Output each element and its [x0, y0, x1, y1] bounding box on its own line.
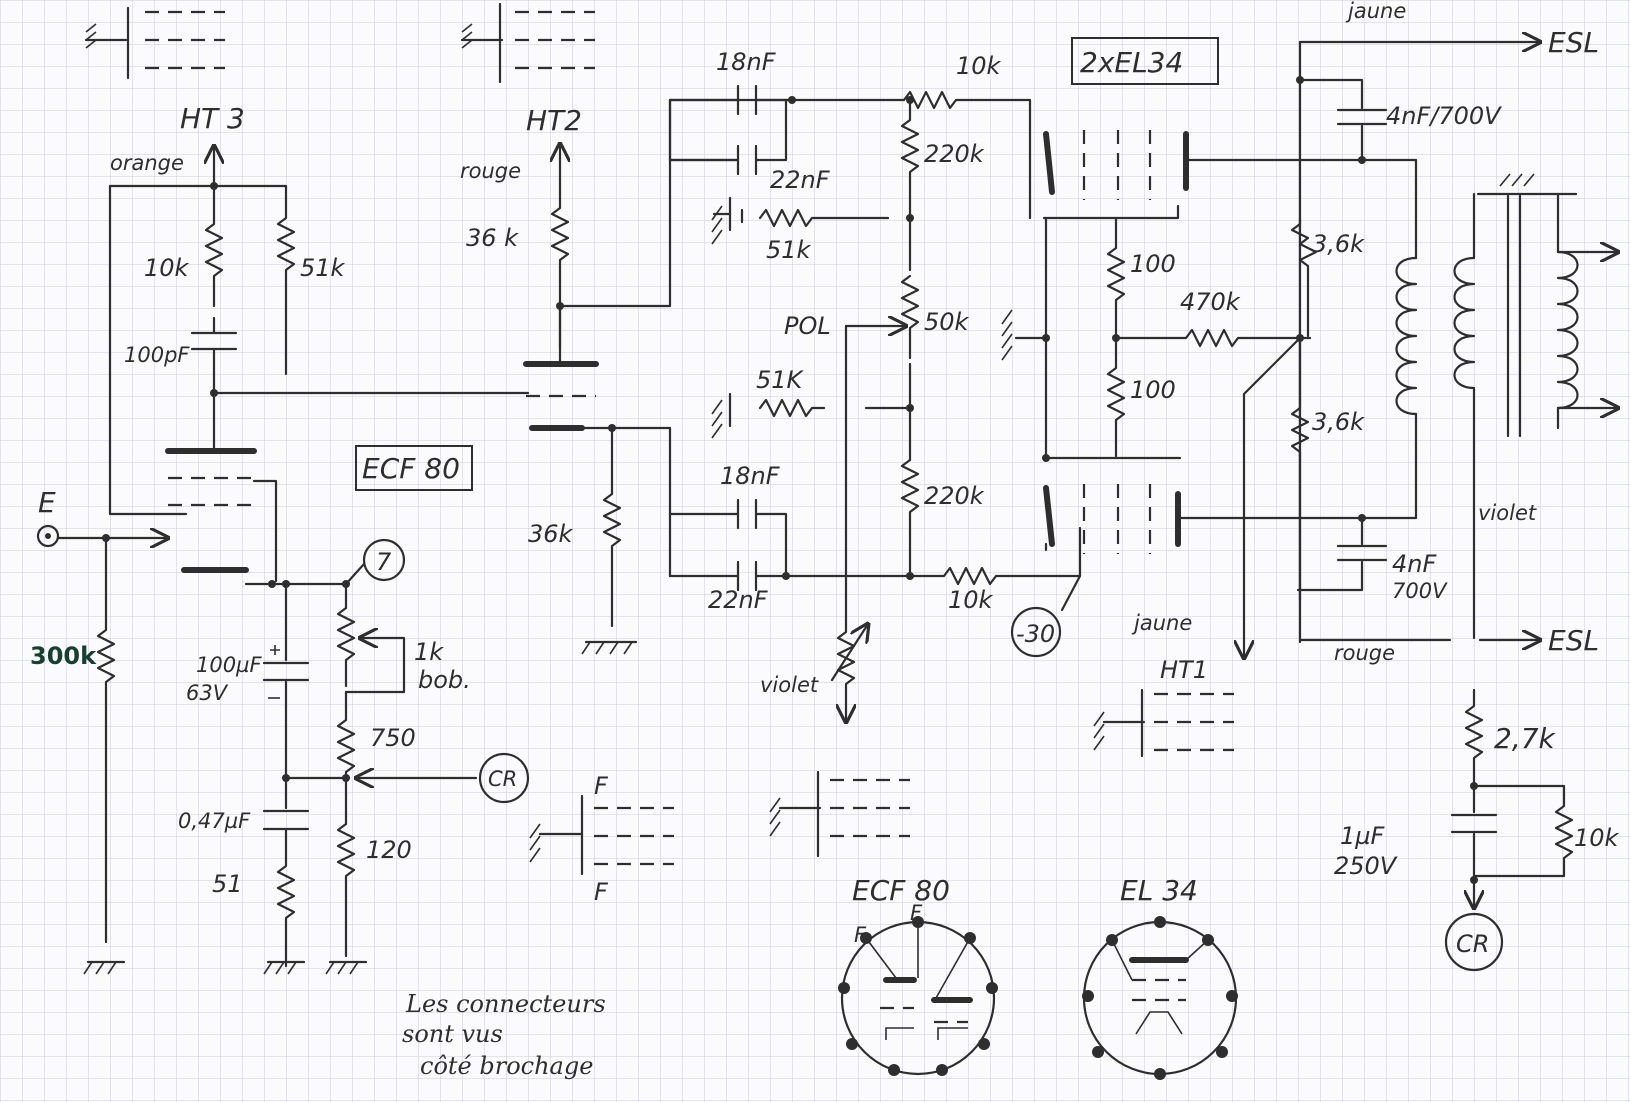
ecf80-stage	[36, 146, 530, 975]
connector-ht2	[460, 2, 595, 84]
value-c-18nf-bottom: 18nF	[720, 462, 781, 490]
label-esl-bottom: ESL	[1548, 624, 1599, 657]
label-input-e: E	[38, 486, 56, 519]
label-f-top: F	[594, 772, 609, 800]
value-c-22nf-top: 22nF	[770, 166, 831, 194]
value-r-220k-bottom: 220k	[924, 482, 985, 510]
label-jaune-mid: jaune	[1131, 611, 1192, 635]
node-cr-right-circle	[1444, 912, 1504, 972]
value-r-10k-top: 10k	[956, 52, 1002, 80]
pinout-ecf80	[838, 916, 998, 1076]
connector-pol	[769, 770, 910, 858]
label-esl-top: ESL	[1548, 26, 1599, 59]
label-pinout-f1: F	[910, 901, 923, 925]
value-r-220k-top: 220k	[924, 140, 985, 168]
value-r-300k: 300k	[30, 642, 97, 670]
label-pinout-ecf80: ECF 80	[852, 874, 950, 907]
value-pot-1k-a: 1k	[414, 638, 444, 666]
node-7-circle	[362, 538, 406, 582]
value-c-1uf-b: 250V	[1334, 852, 1398, 880]
value-r-100-bottom: 100	[1130, 376, 1176, 404]
value-r-3-6k-top: 3,6k	[1312, 230, 1365, 258]
label-rouge-top: rouge	[460, 159, 521, 183]
label-f-bottom: F	[594, 878, 609, 906]
label-ecf80-box: ECF 80	[362, 452, 460, 485]
value-c-100uf-b: 63V	[186, 681, 229, 705]
connector-f	[529, 794, 674, 876]
coupling-network	[668, 84, 1082, 722]
value-c-1uf-a: 1µF	[1340, 822, 1386, 850]
label-ht1: HT1	[1160, 656, 1208, 684]
node-cr-mid-circle	[478, 752, 530, 804]
note-line-2: sont vus	[402, 1020, 503, 1048]
value-c-18nf-top: 18nF	[716, 48, 777, 76]
value-c-4nf-top: 4nF/700V	[1386, 102, 1502, 130]
value-r-100-top: 100	[1130, 250, 1176, 278]
value-r-750: 750	[370, 724, 416, 752]
value-r-51k-ht3: 51k	[300, 254, 346, 282]
value-r-3-6k-bottom: 3,6k	[1312, 408, 1365, 436]
node-minus30-circle	[1010, 606, 1062, 658]
label-el34-box: 2xEL34	[1080, 46, 1183, 79]
value-c-22nf-bottom: 22nF	[708, 586, 769, 614]
value-pot-1k-b: bob.	[418, 666, 471, 694]
value-r-36k-bottom: 36k	[528, 520, 574, 548]
el34-pair	[1001, 130, 1366, 658]
label-violet-left: violet	[760, 673, 819, 697]
value-r-36k-top: 36 k	[466, 224, 519, 252]
ecf80-box	[355, 445, 473, 491]
value-c-4nf-bottom-a: 4nF	[1392, 550, 1437, 578]
value-c-100uf-a: 100µF	[196, 653, 262, 677]
label-jaune-top: jaune	[1345, 0, 1406, 23]
connector-ht3	[84, 6, 225, 80]
value-pot-50k: 50k	[924, 308, 970, 336]
label-cr-mid: CR	[488, 767, 517, 791]
note-line-3: côté brochage	[420, 1052, 593, 1080]
output-network	[1290, 42, 1618, 908]
el34-box	[1071, 37, 1219, 85]
label-node-minus30: -30	[1016, 620, 1055, 648]
value-c-100pf: 100pF	[124, 343, 190, 367]
connector-ht1	[1093, 688, 1234, 758]
note-line-1: Les connecteurs	[405, 990, 606, 1018]
value-r-10k-ht3: 10k	[144, 254, 190, 282]
label-pinout-el34: EL 34	[1120, 874, 1198, 907]
label-rouge-bottom: rouge	[1334, 641, 1395, 665]
value-r-10k-bottom: 10k	[948, 586, 994, 614]
value-r-51k-mid: 51K	[756, 366, 805, 394]
value-r-51k-top: 51k	[766, 236, 812, 264]
value-r-2-7k: 2,7k	[1494, 722, 1557, 755]
value-r-470k: 470k	[1180, 288, 1241, 316]
value-c-047uf: 0,47µF	[178, 809, 251, 833]
value-r-51: 51	[212, 870, 243, 898]
value-c-4nf-bottom-b: 700V	[1392, 579, 1448, 603]
label-violet-right: violet	[1478, 501, 1537, 525]
label-pinout-f2: F	[854, 923, 867, 947]
label-pol: POL	[784, 312, 831, 340]
label-node-7: 7	[376, 548, 392, 576]
label-cr-right: CR	[1456, 930, 1489, 958]
value-r-10k-right: 10k	[1574, 824, 1620, 852]
pinout-el34	[1082, 916, 1238, 1080]
label-ht3: HT 3	[180, 102, 245, 135]
label-orange: orange	[110, 151, 184, 175]
label-ht2: HT2	[526, 104, 582, 137]
value-r-120: 120	[366, 836, 412, 864]
